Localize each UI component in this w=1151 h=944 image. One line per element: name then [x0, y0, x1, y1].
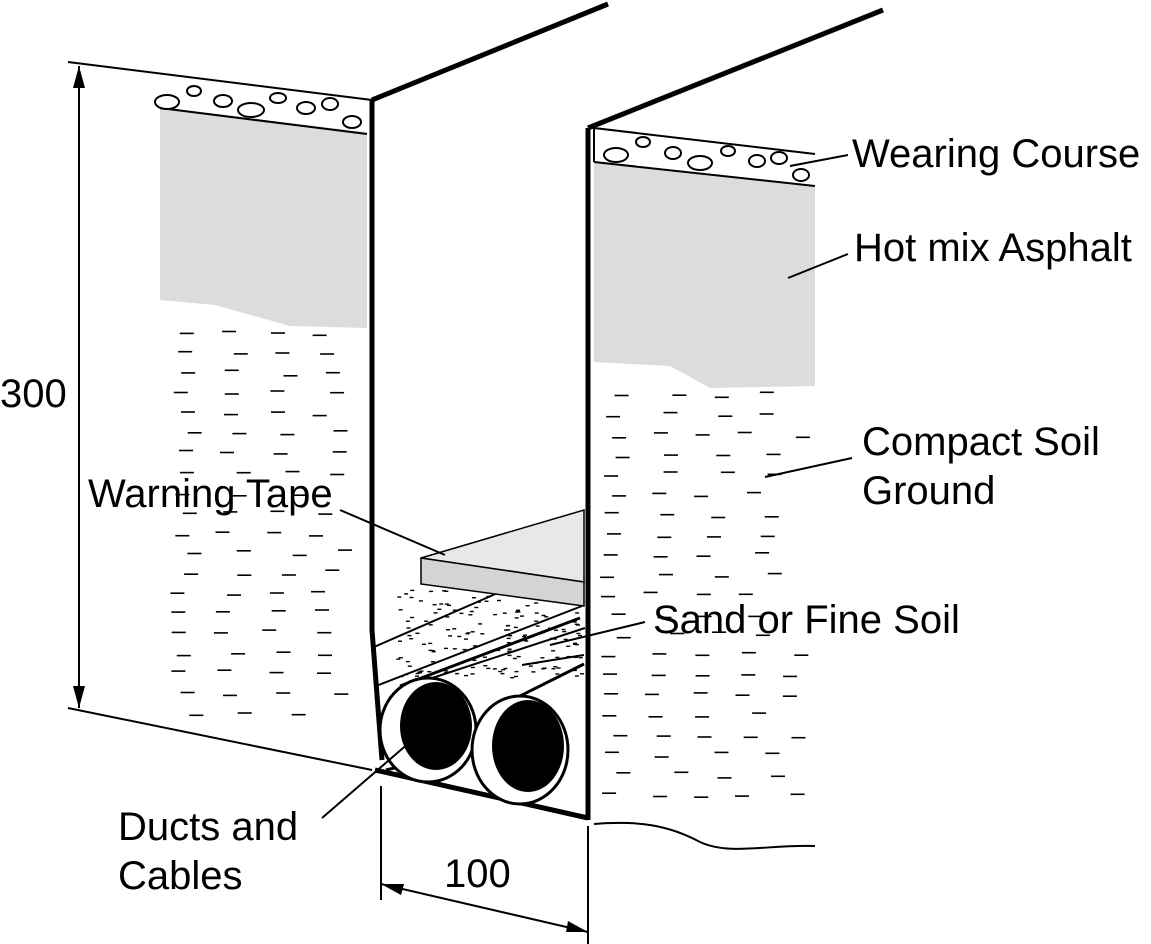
ducts-and-cables-label-line1: Ducts and: [118, 805, 299, 849]
depth-dimension: [67, 66, 373, 771]
width-dimension: [380, 786, 589, 944]
compact-soil-label-line2: Ground: [862, 469, 996, 513]
left-compact-soil-dashes: [170, 330, 352, 717]
ducts-and-cables: [378, 616, 585, 806]
warning-tape: [420, 508, 585, 607]
left-wearing-course-stones: [154, 85, 362, 129]
hot-mix-asphalt-label: Hot mix Asphalt: [854, 226, 1132, 270]
depth-dimension-value: 300: [0, 372, 67, 416]
duct-right: [470, 694, 570, 806]
left-asphalt-layer: [160, 108, 367, 328]
right-compact-soil-dashes: [600, 391, 810, 799]
leader-lines: [321, 154, 853, 819]
right-wearing-course-stones: [603, 136, 810, 182]
ducts-and-cables-label-line2: Cables: [118, 854, 243, 898]
width-dimension-value: 100: [444, 852, 511, 896]
duct-left: [378, 676, 478, 784]
compact-soil-label-line1: Compact Soil: [862, 420, 1100, 464]
warning-tape-label: Warning Tape: [88, 472, 333, 516]
right-wall-block: [593, 127, 816, 388]
right-asphalt-layer: [594, 162, 815, 388]
wearing-course-label: Wearing Course: [852, 132, 1141, 176]
sand-stipple: [396, 589, 584, 680]
left-wall-block: [67, 61, 373, 328]
sand-or-fine-soil-label: Sand or Fine Soil: [653, 598, 960, 642]
